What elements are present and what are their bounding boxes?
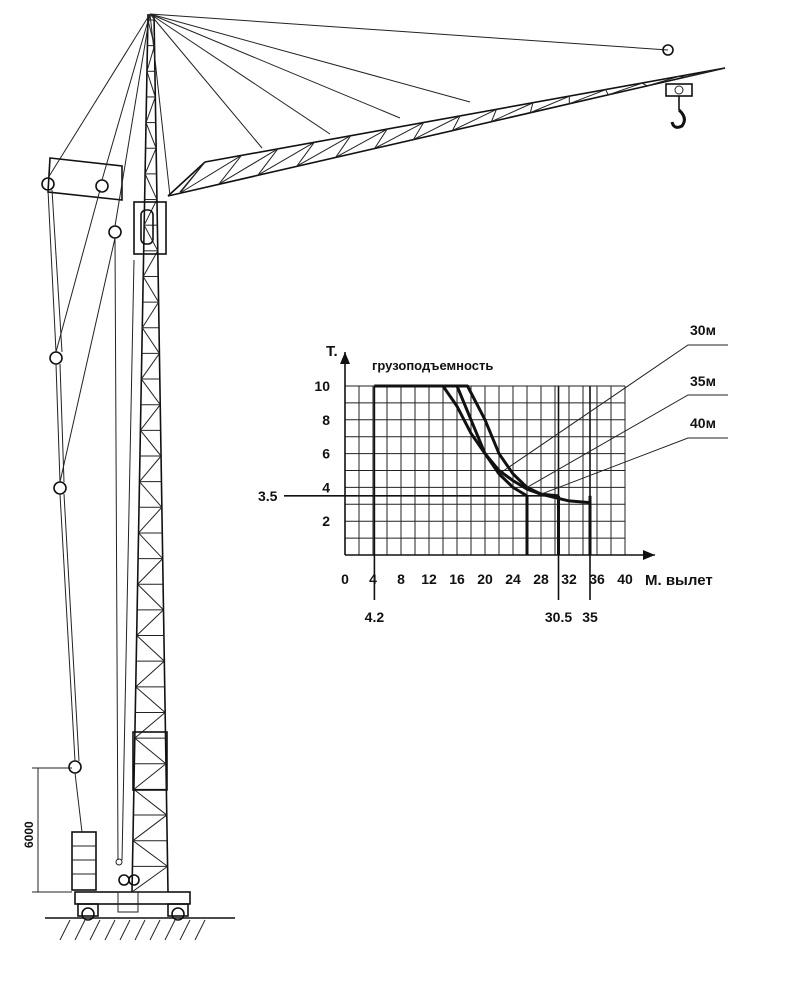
x-tick-label: 28	[533, 571, 549, 587]
x-tick-label: 16	[449, 571, 465, 587]
chart-title: грузоподъемность	[372, 358, 493, 373]
chart-curves	[374, 384, 591, 505]
x-tick-label: 4	[369, 571, 377, 587]
ground	[45, 917, 235, 941]
series-label: 30м	[690, 322, 716, 338]
series-label: 40м	[690, 415, 716, 431]
series-label: 35м	[690, 373, 716, 389]
height-dimension: 6000	[22, 767, 72, 893]
y-tick-label: 8	[322, 412, 330, 428]
x-tick-label: 0	[341, 571, 349, 587]
marker-x-label: 30.5	[545, 609, 572, 625]
hook-block	[662, 44, 693, 129]
tower-mast	[131, 13, 169, 893]
x-tick-label: 20	[477, 571, 493, 587]
mast-sections	[132, 201, 168, 791]
x-axis-label: М. вылет	[645, 572, 713, 589]
series-curve	[374, 384, 591, 505]
jib-boom	[167, 67, 726, 197]
y-axis-label: Т.	[326, 343, 338, 360]
marker-y-label: 3.5	[258, 488, 278, 504]
y-tick-label: 4	[322, 479, 330, 495]
chart-markers: 3.5 4.2 30.5 35	[258, 386, 598, 625]
curve-leader-lines: 30м 35м 40м	[498, 322, 728, 495]
crane-base	[71, 831, 191, 921]
jib-pendant-ropes	[149, 13, 669, 197]
x-tick-label: 12	[421, 571, 437, 587]
marker-x-label: 35	[582, 609, 598, 625]
y-tick-label: 6	[322, 446, 330, 462]
marker-x-label: 4.2	[365, 609, 385, 625]
y-tick-label: 2	[322, 513, 330, 529]
x-tick-label: 40	[617, 571, 633, 587]
chart-grid	[344, 385, 626, 556]
x-tick-label: 8	[397, 571, 405, 587]
x-tick-label: 32	[561, 571, 577, 587]
x-tick-label: 24	[505, 571, 521, 587]
counter-jib	[41, 13, 151, 861]
chart-axes	[340, 352, 655, 560]
dimension-label: 6000	[22, 821, 36, 848]
y-tick-label: 10	[314, 378, 330, 394]
x-tick-label: 36	[589, 571, 605, 587]
